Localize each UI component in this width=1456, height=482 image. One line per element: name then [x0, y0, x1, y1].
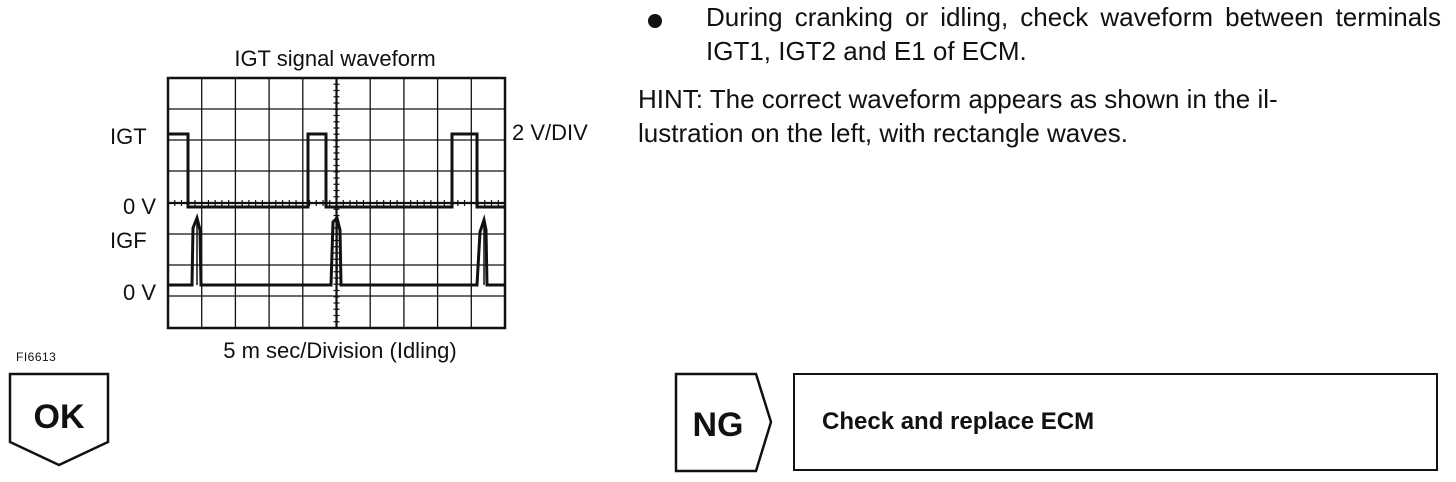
hint-line-1: HINT: The correct waveform appears as sh… [638, 84, 1278, 114]
instruction-bullet: During cranking or idling, check wavefor… [706, 2, 1441, 66]
ng-action-text: Check and replace ECM [822, 408, 1095, 435]
scope-grid [166, 76, 507, 330]
ng-badge-shape [674, 372, 773, 473]
igf-zero-volt-label: 0 V [123, 280, 157, 305]
ng-label: NG [693, 406, 744, 444]
oscilloscope-waveform-figure [166, 76, 507, 330]
time-division-caption: 5 m sec/Division (Idling) [223, 338, 457, 363]
figure-title: IGT signal waveform [234, 46, 436, 71]
igf-label: IGF [110, 228, 147, 253]
bullet-dot [648, 14, 662, 28]
igt-waveform [168, 132, 505, 209]
ng-action-box [793, 373, 1438, 471]
igt-label: IGT [110, 124, 147, 149]
ok-result-badge: OK [8, 372, 110, 467]
ok-badge-shape [8, 372, 110, 467]
hint-paragraph: HINT: The correct waveform appears as sh… [638, 82, 1438, 150]
voltage-scale-label: 2 V/DIV [512, 120, 588, 145]
igt-zero-volt-label: 0 V [123, 194, 157, 219]
ng-result-badge: NG [674, 372, 773, 473]
ok-label: OK [34, 398, 85, 436]
hint-line-2: lustration on the left, with rectangle w… [638, 118, 1128, 148]
figure-id: FI6613 [16, 350, 57, 364]
